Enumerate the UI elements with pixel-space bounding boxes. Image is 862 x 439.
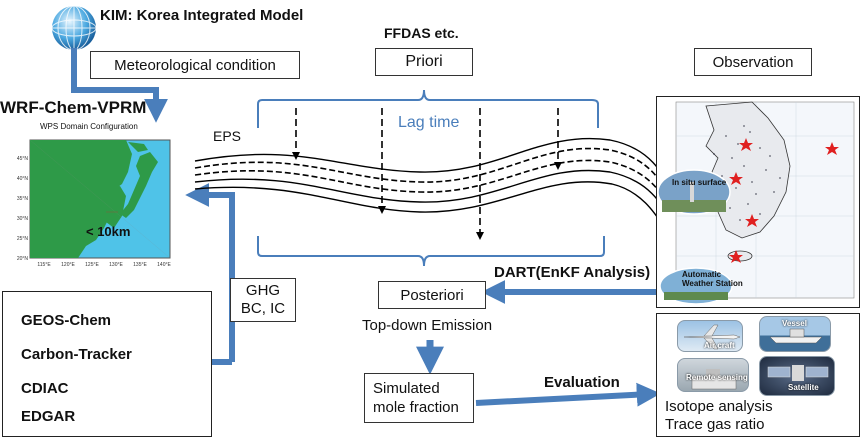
vessel-photo: Vessel	[759, 316, 831, 352]
observation-label: Observation	[712, 53, 794, 71]
lon-tick: 140°E	[157, 262, 171, 268]
aws-label-line2: Weather Station	[682, 279, 743, 288]
eps-label: EPS	[213, 128, 242, 144]
aircraft-photo: Air craft	[677, 320, 743, 352]
lon-tick: 135°E	[133, 262, 147, 268]
ghg-box: GHG BC, IC	[230, 278, 296, 322]
wps-domain-map: 45°N 40°N 35°N 30°N 25°N 20°N 115°E 120°…	[17, 139, 171, 268]
ensemble-lines	[194, 137, 672, 238]
kim-label: KIM: Korea Integrated Model	[100, 7, 304, 24]
wps-subtitle: WPS Domain Configuration	[40, 122, 138, 131]
lag-time-markers	[292, 108, 562, 240]
topdown-label: Top-down Emission	[362, 317, 493, 334]
meteorological-condition-box: Meteorological condition	[90, 51, 300, 79]
simulated-box: Simulated mole fraction	[364, 373, 474, 423]
simulated-line1: Simulated	[373, 380, 440, 397]
posteriori-bracket	[257, 236, 605, 267]
lat-tick: 40°N	[17, 176, 29, 182]
airplane-icon	[683, 324, 741, 350]
lat-tick: 20°N	[17, 256, 29, 262]
priori-label: Priori	[405, 53, 443, 70]
satellite-icon	[767, 365, 829, 381]
ghg-line2: BC, IC	[240, 300, 286, 317]
kim-to-wrf-arrow	[71, 48, 168, 123]
simulated-to-evaluation-arrow	[475, 382, 661, 407]
source-geos-chem: GEOS-Chem	[21, 312, 112, 329]
priori-bracket	[257, 89, 599, 128]
lat-tick: 35°N	[17, 196, 29, 202]
lat-tick: 25°N	[17, 236, 29, 242]
sources-box: GEOS-Chem Carbon-Tracker CDIAC EDGAR	[2, 291, 212, 437]
lat-tick: 30°N	[17, 216, 29, 222]
lag-time-label: Lag time	[398, 114, 460, 131]
source-carbon-tracker: Carbon-Tracker	[21, 346, 132, 363]
remote-sensing-photo: Remote sensing	[677, 358, 749, 392]
dart-label: DART(EnKF Analysis)	[494, 264, 651, 281]
priori-box: Priori	[375, 48, 473, 76]
lat-tick: 45°N	[17, 156, 29, 162]
resolution-label: < 10km	[86, 224, 131, 239]
simulated-line2: mole fraction	[373, 399, 459, 416]
satellite-photo: Satellite	[759, 356, 835, 396]
posteriori-box: Posteriori	[378, 281, 486, 309]
remote-sensing-icon	[691, 369, 737, 390]
observation-map	[656, 96, 860, 308]
lon-tick: 125°E	[85, 262, 99, 268]
evaluation-label: Evaluation	[544, 374, 620, 391]
ffdas-label: FFDAS etc.	[384, 25, 459, 41]
trace-gas-ratio-label: Trace gas ratio	[665, 416, 765, 433]
insitu-label: In situ surface	[672, 178, 727, 187]
vessel-label: Vessel	[782, 319, 807, 328]
source-edgar: EDGAR	[21, 408, 76, 425]
lon-tick: 115°E	[37, 262, 51, 268]
ship-icon	[769, 328, 823, 344]
satellite-label: Satellite	[788, 383, 819, 392]
isotope-analysis-label: Isotope analysis	[665, 398, 773, 415]
lon-tick: 120°E	[61, 262, 75, 268]
source-cdiac: CDIAC	[21, 380, 69, 397]
posteriori-label: Posteriori	[400, 286, 464, 304]
wrf-title: WRF-Chem-VPRM	[0, 98, 147, 117]
remote-sensing-label: Remote sensing	[686, 373, 748, 382]
meteorological-condition-label: Meteorological condition	[114, 56, 276, 74]
aws-label-line1: Automatic	[682, 270, 722, 279]
ghg-line1: GHG	[245, 282, 281, 299]
lon-tick: 130°E	[109, 262, 123, 268]
observation-box: Observation	[694, 48, 812, 76]
evaluation-box: Air craft Vessel Remote sensing Satellit…	[656, 313, 860, 437]
aircraft-label: Air craft	[704, 341, 735, 350]
